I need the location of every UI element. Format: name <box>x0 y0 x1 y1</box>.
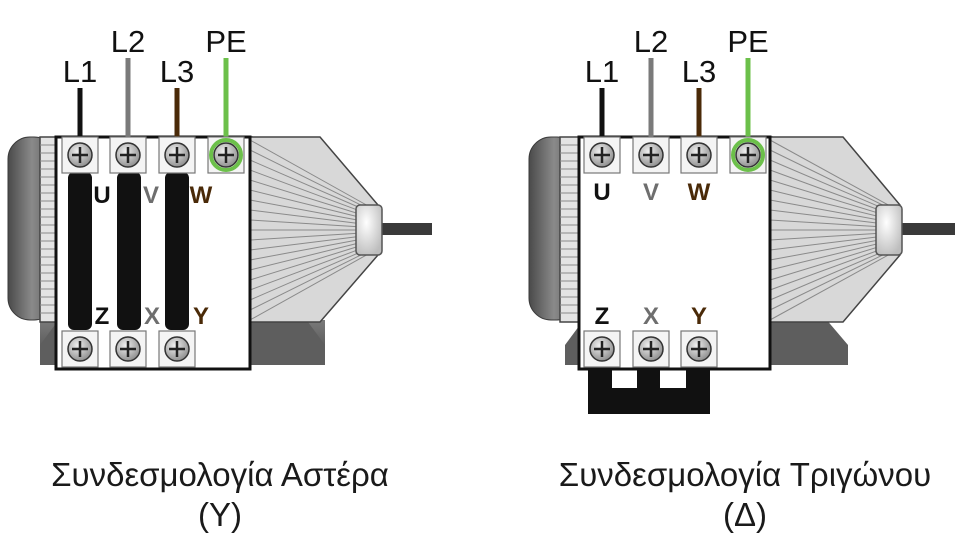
cone-line <box>769 139 893 208</box>
shaft-bearing <box>875 204 903 256</box>
caption-delta-title: Συνδεσμολογία Τριγώνου <box>558 456 932 493</box>
terminal-top-0 <box>61 136 99 174</box>
supply-wires-delta: L1 L2 L3 PE <box>585 24 769 138</box>
terminal-label-u: U <box>93 182 110 209</box>
cone-line <box>769 169 893 216</box>
cone-line <box>249 249 371 311</box>
cone-line <box>249 234 371 251</box>
label-pe: PE <box>727 24 768 59</box>
cone-line <box>249 139 371 208</box>
cone-line <box>249 159 371 213</box>
cone-line <box>769 242 893 281</box>
caption-delta: Συνδεσμολογία Τριγώνου (Δ) <box>520 455 970 535</box>
terminal-label-y: Y <box>691 303 707 330</box>
star-bridges <box>68 172 189 330</box>
cone-line <box>769 179 893 218</box>
terminal-label-w: W <box>190 182 213 209</box>
motor-shaft <box>378 223 432 235</box>
terminal-bottom-2 <box>680 330 718 368</box>
cone-line <box>249 169 371 216</box>
cone-line <box>249 232 371 241</box>
label-l3: L3 <box>160 54 194 89</box>
terminal-labels-star: U V W Z X Y <box>93 182 212 330</box>
fan-cone-lines <box>769 139 893 321</box>
cone-line <box>249 209 371 226</box>
label-l1: L1 <box>63 54 97 89</box>
cone-line <box>249 149 371 211</box>
terminal-label-u: U <box>593 179 610 206</box>
cone-line <box>769 237 893 261</box>
fan-cone-lines <box>249 139 371 321</box>
terminal-label-w: W <box>688 179 711 206</box>
caption-delta-symbol: (Δ) <box>722 496 768 533</box>
terminal-bottom-2 <box>158 330 196 368</box>
terminal-bottom-1 <box>632 330 670 368</box>
cone-line <box>769 199 893 223</box>
label-l2: L2 <box>111 24 145 59</box>
cone-line <box>769 252 893 321</box>
supply-wires-star: L1 L2 L3 PE <box>63 24 247 138</box>
cone-line <box>769 234 893 251</box>
earth-ring <box>731 138 765 172</box>
terminal-box <box>577 135 772 371</box>
shaft-bearing <box>355 204 383 256</box>
terminal-label-v: V <box>143 182 159 209</box>
terminal-bottom-0 <box>583 330 621 368</box>
label-l2: L2 <box>634 24 668 59</box>
cone-line <box>769 219 893 228</box>
cone-line <box>769 159 893 213</box>
cone-line <box>249 199 371 223</box>
terminal-label-v: V <box>643 179 659 206</box>
terminal-top-2 <box>680 136 718 174</box>
terminals <box>61 136 767 368</box>
cone-line <box>249 179 371 218</box>
cone-line <box>249 244 371 291</box>
bridge-u-z <box>68 172 92 330</box>
cone-line <box>249 247 371 301</box>
caption-star: Συνδεσμολογία Αστέρα (Y) <box>10 455 430 535</box>
terminal-labels-delta: U V W Z X Y <box>593 179 710 330</box>
label-l1: L1 <box>585 54 619 89</box>
cone-line <box>249 237 371 261</box>
terminal-bottom-0 <box>61 330 99 368</box>
delta-bridge <box>588 368 710 414</box>
cone-line <box>249 242 371 281</box>
terminal-top-2 <box>158 136 196 174</box>
cone-line <box>769 249 893 311</box>
motor-delta <box>528 135 955 371</box>
cone-line <box>769 189 893 221</box>
bridge-v-x <box>117 172 141 330</box>
terminal-label-x: X <box>144 303 160 330</box>
terminal-bottom-1 <box>109 330 147 368</box>
cone-line <box>249 219 371 228</box>
cone-line <box>769 247 893 301</box>
label-l3: L3 <box>682 54 716 89</box>
earth-ring <box>209 138 243 172</box>
cone-line <box>769 149 893 211</box>
cone-line <box>769 209 893 226</box>
cone-line <box>769 244 893 291</box>
terminal-label-x: X <box>643 303 659 330</box>
motor-shaft <box>900 223 955 235</box>
cone-line <box>769 239 893 271</box>
terminal-label-z: Z <box>95 303 110 330</box>
caption-star-symbol: (Y) <box>198 496 242 533</box>
terminal-label-z: Z <box>595 303 610 330</box>
terminal-pe <box>729 136 767 174</box>
terminal-top-0 <box>583 136 621 174</box>
cone-line <box>249 239 371 271</box>
cone-line <box>769 232 893 241</box>
bridge-w-y <box>165 172 189 330</box>
cone-line <box>249 189 371 221</box>
terminal-top-1 <box>109 136 147 174</box>
label-pe: PE <box>205 24 246 59</box>
terminal-top-1 <box>632 136 670 174</box>
caption-star-title: Συνδεσμολογία Αστέρα <box>51 456 389 493</box>
cone-line <box>249 252 371 321</box>
terminal-pe <box>207 136 245 174</box>
terminal-label-y: Y <box>193 303 209 330</box>
